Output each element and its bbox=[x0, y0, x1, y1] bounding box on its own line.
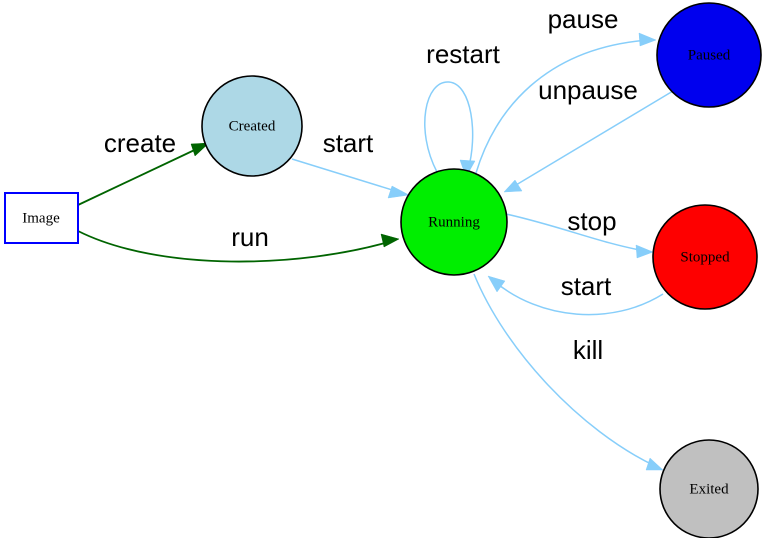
edge-label-unpause: unpause bbox=[538, 75, 638, 105]
edge-kill-arrowhead bbox=[645, 457, 664, 471]
edge-stop-arrowhead bbox=[635, 244, 654, 259]
node-created-label: Created bbox=[229, 118, 276, 134]
node-image[interactable]: Image bbox=[4, 192, 79, 244]
node-created-shape bbox=[201, 75, 303, 177]
edge-unpause-arrowhead bbox=[503, 179, 523, 193]
edge-kill[interactable] bbox=[473, 273, 664, 471]
edge-label-start-created: start bbox=[323, 128, 374, 158]
edge-run-path bbox=[77, 230, 393, 263]
edge-pause[interactable] bbox=[475, 32, 657, 174]
edge-restart[interactable] bbox=[424, 81, 476, 178]
edge-kill-path bbox=[473, 273, 656, 467]
edge-restart-arrowhead bbox=[459, 159, 476, 178]
node-image-label: Image bbox=[22, 210, 60, 226]
node-paused-shape bbox=[656, 2, 762, 108]
edge-labels-layer: create run start restart pause unpause s… bbox=[104, 4, 638, 365]
edge-stop-path bbox=[505, 213, 646, 252]
edge-start-stopped-arrowhead bbox=[487, 275, 506, 293]
edge-restart-path bbox=[424, 81, 474, 173]
edge-start-created-path bbox=[291, 158, 403, 194]
edge-label-kill: kill bbox=[573, 335, 603, 365]
node-created[interactable]: Created bbox=[201, 75, 303, 177]
edge-label-create: create bbox=[104, 128, 176, 158]
edge-run[interactable] bbox=[77, 230, 400, 263]
edge-label-start-stopped: start bbox=[561, 271, 612, 301]
node-paused-label: Paused bbox=[688, 47, 731, 63]
edge-pause-path bbox=[475, 39, 649, 174]
edge-unpause-path bbox=[510, 90, 674, 189]
edge-start-created[interactable] bbox=[291, 158, 410, 199]
edge-label-run: run bbox=[231, 222, 269, 252]
node-paused[interactable]: Paused bbox=[656, 2, 762, 108]
node-running-label: Running bbox=[428, 214, 480, 230]
edge-start-stopped[interactable] bbox=[487, 275, 664, 316]
node-running[interactable]: Running bbox=[400, 168, 508, 276]
edge-create[interactable] bbox=[77, 142, 210, 206]
edge-label-pause: pause bbox=[548, 4, 619, 34]
node-stopped-shape bbox=[652, 204, 758, 310]
node-exited-label: Exited bbox=[689, 481, 729, 497]
edge-stop[interactable] bbox=[505, 213, 654, 259]
edge-start-created-arrowhead bbox=[387, 185, 410, 199]
node-stopped-label: Stopped bbox=[680, 249, 730, 265]
edges-layer bbox=[77, 32, 674, 471]
edge-create-arrowhead bbox=[190, 142, 210, 157]
node-stopped[interactable]: Stopped bbox=[652, 204, 758, 310]
node-exited-shape bbox=[659, 439, 759, 538]
node-exited[interactable]: Exited bbox=[659, 439, 759, 538]
nodes-layer: Image Created Running Paused Stopped Exi bbox=[4, 2, 762, 538]
edge-pause-arrowhead bbox=[638, 32, 657, 47]
edge-create-path bbox=[77, 145, 204, 206]
edge-label-restart: restart bbox=[426, 39, 500, 69]
edge-label-stop: stop bbox=[567, 206, 616, 236]
edge-start-stopped-path bbox=[493, 280, 664, 316]
node-image-shape bbox=[4, 192, 79, 244]
edge-unpause[interactable] bbox=[503, 90, 674, 193]
edge-run-arrowhead bbox=[380, 233, 400, 248]
node-running-shape bbox=[400, 168, 508, 276]
